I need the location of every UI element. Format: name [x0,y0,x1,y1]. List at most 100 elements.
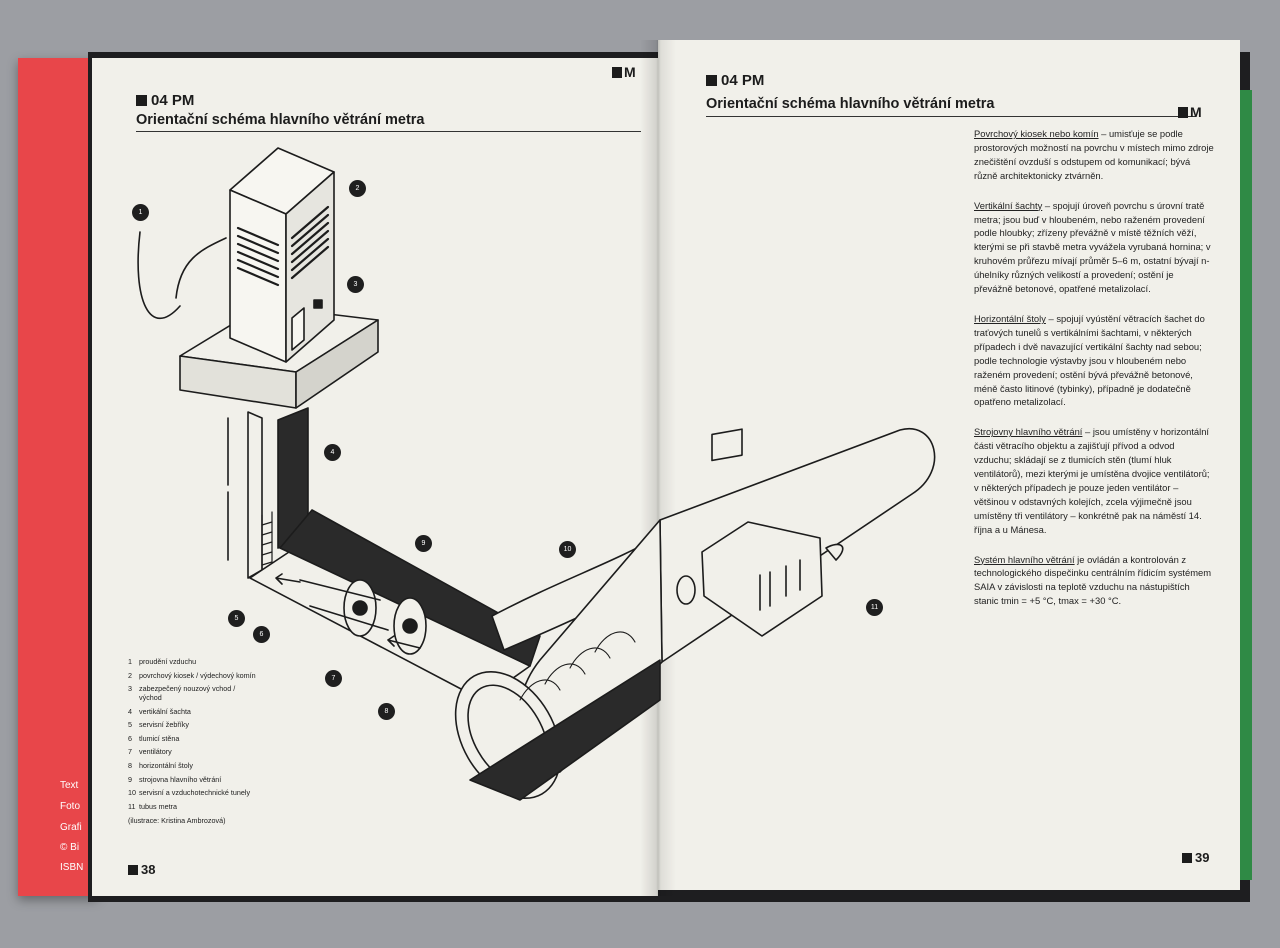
horizontal-gallery-wall [279,509,541,667]
paragraph-lead: Systém hlavního větrání [974,553,1075,565]
legend-text: servisní žebříky [139,720,189,730]
legend-text: vertikální šachta [139,706,191,716]
emergency-door [291,307,305,351]
left-corner-letter: M [624,64,636,80]
right-page [658,40,1240,890]
legend-text: tlumicí stěna [139,733,180,743]
paragraph-lead: Vertikální šachty [974,199,1043,211]
text-paragraph: Systém hlavního větrání je ovládán a kon… [974,553,1214,609]
left-page-number: 38 [128,862,155,877]
legend-item: 8 horizontální štoly [128,761,258,771]
tube-rings [519,631,636,701]
air-flow-arrow [387,635,421,649]
paragraph-body: je ovládán a kontrolován z technologické… [974,553,1212,607]
tunnel-opening [676,575,696,605]
legend-text: ventilátory [139,747,172,757]
kiosk-louvres [236,205,330,287]
legend-number: 9 [128,774,132,784]
illustration-credit: (ilustrace: Kristina Ambrozová) [128,815,226,825]
paragraph-body: – spojují vyústění větracích šachet do t… [974,312,1205,408]
legend-number: 11 [128,802,136,812]
back-book-line: ISBN [60,862,84,873]
right-page-number: 39 [1182,850,1209,865]
green-page-edge [1236,90,1252,880]
legend-text: povrchový kiosek / výdechový komín [139,670,256,680]
legend-number: 2 [128,670,132,680]
back-book-cover [18,58,98,896]
legend-item: 6 tlumicí stěna [128,733,258,744]
legend-text: tubus metra [139,802,177,812]
paragraph-lead: Strojovny hlavního větrání [974,426,1083,438]
legend-number: 7 [128,747,132,757]
air-flow-arrow [275,573,301,585]
paragraph-lead: Povrchový kiosek nebo komín [974,128,1099,139]
back-book-line: © Bi [60,842,80,853]
paragraph-body: – spojují úroveň povrchu s úrovní tratě … [974,199,1211,295]
callout-8: 8 [378,703,395,720]
paragraph-body: – jsou umístěny v horizontální části vět… [974,426,1210,535]
callout-4: 4 [324,444,341,461]
shaft-wall [247,411,263,579]
legend-text: horizontální štoly [139,761,193,771]
right-section-badge: 04 PM [706,72,764,89]
right-corner-mark: M [1178,104,1202,120]
text-paragraph: Povrchový kiosek nebo komín – umisťuje s… [974,127,1214,183]
back-book-line: Grafi [60,822,82,833]
callout-11: 11 [866,599,883,616]
legend-number: 10 [128,788,136,798]
paragraph-body: – umisťuje se podle prostorových možnost… [974,128,1214,181]
legend-number: 3 [128,684,132,694]
surface-slab-side [295,319,379,409]
square-icon [136,95,147,106]
right-page-number-text: 39 [1195,850,1210,865]
legend-text: strojovna hlavního větrání [139,774,222,784]
callout-1: 1 [132,204,149,221]
legend-number: 1 [128,657,132,666]
paragraph-lead: Horizontální štoly [974,312,1046,324]
callout-6: 6 [253,626,270,643]
right-text-column: Povrchový kiosek nebo komín – umisťuje s… [974,127,1214,624]
callout-9: 9 [415,535,432,552]
legend-number: 6 [128,733,132,743]
square-icon [706,75,717,86]
square-icon [1182,853,1192,863]
left-page-title: Orientační schéma hlavního větrání metra [136,112,425,128]
text-paragraph: Horizontální štoly – spojují vyústění vě… [974,312,1214,409]
left-section-badge: 04 PM [136,92,194,109]
air-flow-arrow [175,237,227,299]
square-icon [128,865,138,875]
service-ladder [261,511,273,576]
legend-item: 2 povrchový kiosek / výdechový komín [128,670,258,681]
square-icon [1178,107,1188,118]
back-book-line: Text [60,780,79,791]
legend-number: 4 [128,706,132,716]
left-page-number-text: 38 [141,862,156,877]
callout-2: 2 [349,180,366,197]
legend-text: servisní a vzduchotechnické tunely [139,788,251,798]
legend-item: 9 strojovna hlavního větrání [128,774,258,785]
left-title-rule [136,131,641,132]
right-page-title: Orientační schéma hlavního větrání metra [706,96,995,112]
kiosk-vent-box [313,299,323,309]
metro-train [701,521,823,637]
legend-item: 7 ventilátory [128,748,258,757]
right-corner-letter: M [1190,104,1202,120]
back-book-line: Foto [60,801,81,812]
legend-number: 8 [128,761,132,771]
text-paragraph: Strojovny hlavního větrání – jsou umístě… [974,425,1214,536]
callout-10: 10 [559,541,576,558]
legend-item: 4 vertikální šachta [128,706,258,717]
left-corner-mark: M [612,64,636,80]
metro-track-bed [469,659,661,801]
square-icon [612,67,622,78]
callout-5: 5 [228,610,245,627]
callout-3: 3 [347,276,364,293]
